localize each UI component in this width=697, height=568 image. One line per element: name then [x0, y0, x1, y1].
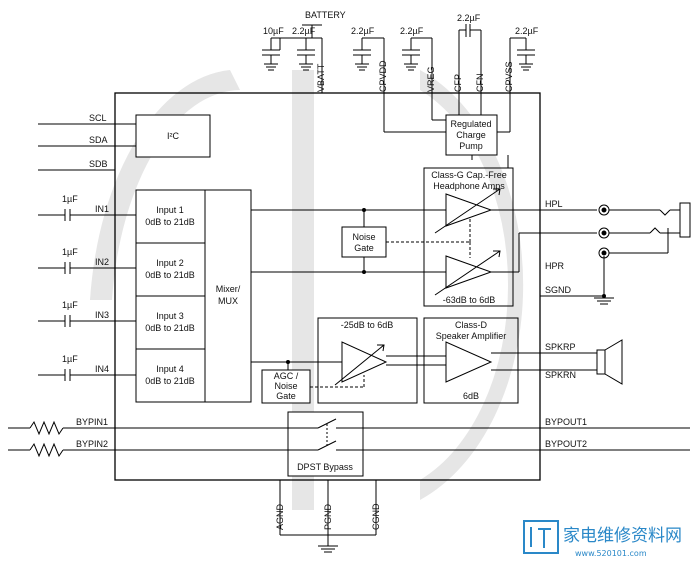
class-d-gain: 6dB	[463, 391, 479, 401]
pin-bypout1: BYPOUT1	[545, 417, 587, 427]
cap-label-in3: 1µF	[62, 300, 78, 310]
pin-hpr: HPR	[545, 261, 565, 271]
mixer-line2: MUX	[218, 296, 238, 306]
noise-gate-block	[341, 226, 387, 258]
pin-cfn: CFN	[475, 74, 485, 93]
pin-sgnd: SGND	[545, 285, 572, 295]
speaker-wires	[251, 352, 597, 371]
i2c-block	[135, 114, 211, 158]
cap-label-in2: 1µF	[62, 247, 78, 257]
input3-name: Input 3	[156, 311, 184, 321]
charge-pump-line2: Charge	[456, 130, 486, 140]
pin-agnd: AGND	[275, 503, 285, 530]
noise-gate-control-dashes	[386, 213, 471, 258]
agc-control-dashes	[310, 375, 365, 388]
pin-bypin2: BYPIN2	[76, 439, 108, 449]
pin-in3: IN3	[95, 310, 109, 320]
input4-range: 0dB to 21dB	[145, 376, 195, 386]
watermark-site: www.520101.com	[575, 549, 647, 558]
cap-label-10uf: 10µF	[263, 26, 284, 36]
headphone-amp-region	[423, 167, 514, 307]
pin-spkrp: SPKRP	[545, 342, 576, 352]
input3-range: 0dB to 21dB	[145, 323, 195, 333]
junction-dots	[286, 208, 606, 364]
preamp-range: -25dB to 6dB	[341, 320, 394, 330]
supply-section	[262, 24, 535, 133]
pin-bypin1: BYPIN1	[76, 417, 108, 427]
pin-cpvss: CPVSS	[504, 61, 514, 92]
class-d-title-2: Speaker Amplifier	[436, 331, 507, 341]
i2c-label: I²C	[167, 131, 179, 141]
pin-hpl: HPL	[545, 199, 563, 209]
pin-sdb: SDB	[89, 159, 108, 169]
pin-cpvdd: CPVDD	[378, 60, 388, 92]
i2c-wires	[38, 123, 136, 171]
agc-line2: Noise	[274, 381, 297, 391]
cap-label-cpvdd: 2.2µF	[351, 26, 375, 36]
class-d-region	[423, 317, 519, 404]
noise-gate-line2: Gate	[354, 243, 374, 253]
input2-name: Input 2	[156, 258, 184, 268]
bypass-wires	[8, 418, 690, 458]
pin-in1: IN1	[95, 204, 109, 214]
agc-line1: AGC /	[274, 371, 299, 381]
ground-wires	[279, 480, 377, 553]
dpst-bypass-label: DPST Bypass	[297, 462, 353, 472]
headphone-jack-icon	[598, 202, 691, 259]
cap-label-flying: 2.2µF	[457, 13, 481, 23]
headphone-title-2: Headphone Amps	[433, 181, 505, 191]
input-wires	[38, 209, 136, 381]
headphone-title-1: Class-G Cap.-Free	[431, 170, 507, 180]
preamp-volume-arrow	[334, 344, 385, 386]
headphone-amp-triangles	[445, 193, 493, 289]
noise-gate-line1: Noise	[352, 232, 375, 242]
charge-pump-line1: Regulated	[450, 119, 491, 129]
cap-label-in1: 1µF	[62, 194, 78, 204]
input4-name: Input 4	[156, 364, 184, 374]
input2-range: 0dB to 21dB	[145, 270, 195, 280]
pin-spkrn: SPKRN	[545, 370, 576, 380]
class-d-title-1: Class-D	[455, 320, 488, 330]
pin-bypout2: BYPOUT2	[545, 439, 587, 449]
pin-cgnd: CGND	[371, 503, 381, 530]
watermark-text: 家电维修资料网	[563, 526, 682, 546]
cap-label-vreg: 2.2µF	[400, 26, 424, 36]
pin-pgnd: PGND	[323, 503, 333, 530]
cap-label-in4: 1µF	[62, 354, 78, 364]
preamp-region	[317, 317, 418, 404]
charge-pump-line3: Pump	[459, 141, 483, 151]
pin-vbatt: VBATT	[316, 63, 326, 92]
pin-in2: IN2	[95, 257, 109, 267]
input-blocks	[135, 189, 252, 403]
cap-label-cpvss: 2.2µF	[515, 26, 539, 36]
headphone-wires	[251, 155, 614, 305]
speaker-icon	[596, 339, 623, 385]
volume-arrows	[434, 188, 501, 296]
charge-pump-block	[445, 114, 498, 156]
site-logo-icon	[523, 520, 559, 554]
mixer-line1: Mixer/	[216, 284, 241, 294]
pin-vreg: VREG	[426, 66, 436, 92]
input1-range: 0dB to 21dB	[145, 217, 195, 227]
pin-in4: IN4	[95, 364, 109, 374]
dpst-bypass-block	[287, 411, 364, 477]
agc-noise-gate-block	[261, 369, 311, 404]
pin-scl: SCL	[89, 113, 107, 123]
battery-label: BATTERY	[305, 10, 346, 20]
speaker-amp-triangles	[341, 341, 493, 383]
input1-name: Input 1	[156, 205, 184, 215]
headphone-range: -63dB to 6dB	[443, 295, 496, 305]
pin-sda: SDA	[89, 135, 108, 145]
agc-line3: Gate	[276, 391, 296, 401]
cap-label-vbatt: 2.2µF	[292, 26, 316, 36]
pin-cfp: CFP	[453, 74, 463, 92]
